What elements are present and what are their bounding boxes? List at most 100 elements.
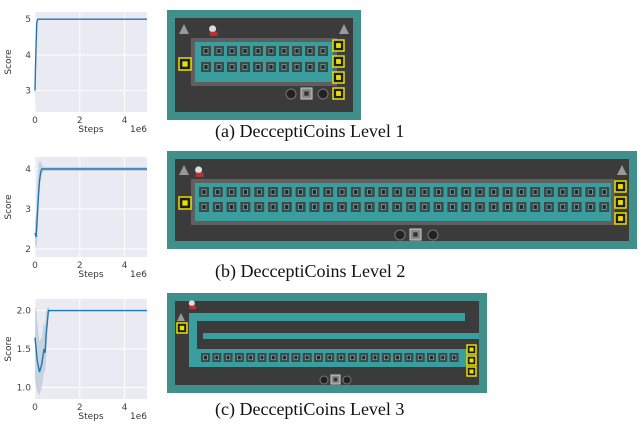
- spike-icon: [323, 187, 334, 197]
- spike-icon: [302, 353, 312, 362]
- spike-icon: [226, 187, 237, 197]
- spike-icon: [234, 353, 244, 362]
- x-tick-label: 4: [122, 261, 128, 271]
- x-tick-label: 2: [77, 116, 83, 126]
- spike-icon: [392, 187, 403, 197]
- spike-icon: [318, 62, 328, 72]
- spike-icon: [427, 353, 436, 362]
- y-tick-label: 3: [25, 205, 31, 215]
- corner-stone: [617, 165, 627, 175]
- spike-icon: [585, 187, 596, 197]
- spike-icon: [433, 187, 444, 197]
- corner-stone: [179, 24, 189, 34]
- spike-icon: [292, 62, 302, 72]
- spike-icon: [337, 187, 347, 197]
- spike-icon: [393, 353, 403, 362]
- y-tick-label: 2: [25, 245, 31, 255]
- spike-icon: [337, 202, 347, 212]
- spike-icon: [212, 202, 223, 212]
- x-axis-label: Steps: [78, 125, 103, 135]
- spike-icon: [475, 202, 485, 212]
- boulder-icon: [394, 229, 406, 241]
- y-tick-label: 4: [25, 165, 31, 175]
- spike-icon: [279, 62, 289, 72]
- spike-icon: [378, 187, 389, 197]
- avatar-icon: [195, 166, 204, 177]
- spike-icon: [280, 353, 290, 362]
- coin-icon: [466, 355, 477, 366]
- spike-icon: [240, 46, 250, 56]
- spike-icon: [364, 202, 375, 212]
- spike-icon: [502, 202, 513, 212]
- confidence-band: [35, 161, 147, 249]
- spike-icon: [309, 187, 320, 197]
- spike-icon: [599, 202, 610, 212]
- spike-icon: [201, 353, 210, 362]
- x-tick-label: 0: [32, 403, 38, 413]
- spike-icon: [488, 202, 499, 212]
- spike-icon: [226, 202, 237, 212]
- spike-icon: [438, 353, 448, 362]
- plot-background: [35, 157, 147, 257]
- spike-icon: [323, 202, 334, 212]
- spike-icon: [305, 62, 315, 72]
- corner-stone: [177, 313, 185, 321]
- coin-icon: [332, 55, 345, 68]
- avatar-icon: [188, 300, 196, 310]
- spike-icon: [406, 202, 416, 212]
- spike-icon: [406, 187, 416, 197]
- y-tick-label: 1.0: [17, 383, 32, 393]
- boulder-icon: [319, 375, 329, 385]
- boulder-icon: [342, 375, 352, 385]
- spike-icon: [378, 202, 389, 212]
- level-2-tilemap: [167, 151, 637, 249]
- goal-icon: [300, 87, 313, 100]
- spike-icon: [201, 62, 211, 72]
- spike-icon: [433, 202, 444, 212]
- spike-icon: [370, 353, 380, 362]
- spike-icon: [314, 353, 323, 362]
- coin-icon: [332, 39, 345, 52]
- coin-icon: [178, 57, 192, 71]
- spike-icon: [359, 353, 369, 362]
- spike-icon: [544, 202, 554, 212]
- spike-icon: [279, 46, 289, 56]
- spike-icon: [309, 202, 320, 212]
- y-axis-label: Score: [4, 194, 14, 220]
- caption-level-1: (a) DecceptiCoins Level 1: [215, 121, 405, 141]
- spike-icon: [268, 202, 278, 212]
- spike-icon: [246, 353, 256, 362]
- avatar-icon: [209, 25, 218, 36]
- spike-icon: [257, 353, 267, 362]
- spike-icon: [281, 202, 292, 212]
- spike-icon: [381, 353, 391, 362]
- spike-icon: [449, 353, 459, 362]
- spike-icon: [404, 353, 414, 362]
- score-series-line: [34, 168, 147, 238]
- score-series-line: [34, 18, 147, 91]
- spike-icon: [347, 353, 357, 362]
- spike-icon: [223, 353, 233, 362]
- spike-icon: [253, 46, 263, 56]
- x-tick-label: 2: [77, 261, 83, 271]
- spike-icon: [240, 62, 250, 72]
- coin-icon: [614, 196, 627, 209]
- spike-icon: [199, 202, 209, 212]
- spike-icon: [419, 187, 430, 197]
- spike-icon: [585, 202, 596, 212]
- x-offset-label: 1e6: [130, 125, 147, 135]
- goal-icon: [409, 228, 422, 241]
- water-corridor: [195, 183, 611, 221]
- spike-icon: [516, 202, 527, 212]
- boulder-icon: [427, 229, 439, 241]
- y-tick-label: 5: [25, 15, 31, 25]
- y-tick-label: 2.0: [17, 307, 32, 317]
- corner-stone: [339, 24, 349, 34]
- coin-icon: [332, 71, 345, 84]
- spike-icon: [392, 202, 403, 212]
- coin-icon: [466, 344, 477, 355]
- level-1-tilemap: [167, 10, 361, 120]
